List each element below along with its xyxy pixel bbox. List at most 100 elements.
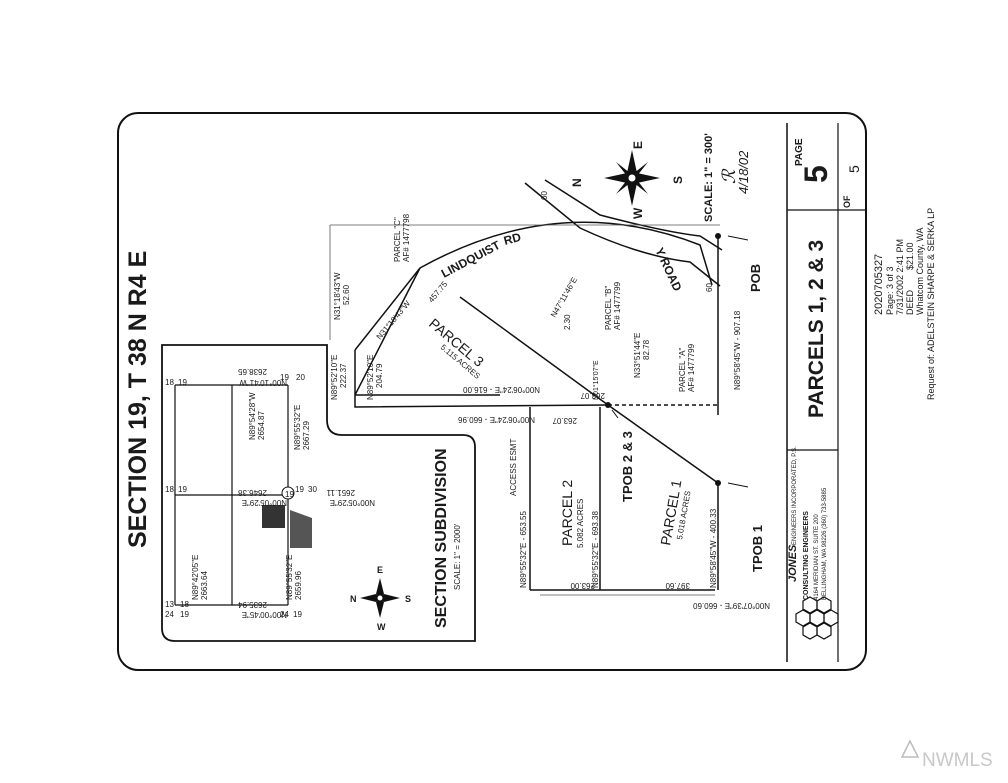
bearing-b7: N47°11'46"E xyxy=(549,276,579,319)
bearing-b8: N33°51'44"E xyxy=(633,333,642,378)
tpob23-label: TPOB 2 & 3 xyxy=(620,431,635,502)
inset-north-arrow xyxy=(360,578,400,618)
inset-t4: N00°00'45"E xyxy=(242,610,287,619)
main-compass-s: S xyxy=(671,176,685,184)
nwmls-text: NWMLS xyxy=(922,750,993,771)
bearing-b10d: 263.07 xyxy=(552,416,577,425)
parcel2-name: PARCEL 2 xyxy=(559,480,575,546)
bearing-b13: N89°58'45"W - 400.33 xyxy=(709,508,718,588)
inset-t2: N00°05'29"E xyxy=(330,498,375,507)
inset-n2: N89°55'32"E xyxy=(293,405,302,450)
parcel-b-af: AF# 1477799 xyxy=(613,281,622,330)
parcel-a-name: PARCEL "A" xyxy=(678,347,687,392)
page-number: 5 xyxy=(798,165,834,183)
inset-t1d: 2638.65 xyxy=(238,367,267,376)
engineer-address2: BELLINGHAM, WA 98226 (360) 733-5885 xyxy=(822,487,828,600)
bearing-b15: 263.00 xyxy=(570,581,595,590)
parcel1-north-line xyxy=(607,404,719,484)
inset-t1: N00°10'41"W xyxy=(239,378,287,387)
inset-n2d: 2667.29 xyxy=(302,421,311,450)
parcel-lines xyxy=(354,238,719,591)
section-title: SECTION 19, T 38 N R4 E xyxy=(124,251,152,548)
page-total: 5 xyxy=(846,165,862,173)
pob-label: POB xyxy=(748,264,763,292)
inset-c19d: 19 xyxy=(280,373,289,382)
tpob1-label: TPOB 1 xyxy=(750,525,765,572)
bearing-b18: 263.07 xyxy=(580,391,605,400)
inset-n1: N89°54'28"W xyxy=(248,392,257,440)
recording-page: Page: 3 of 3 xyxy=(885,266,895,315)
inset-scale: SCALE: 1" = 2000' xyxy=(453,523,462,590)
parcel2-acres: 5.082 ACRES xyxy=(576,499,585,548)
inset-t3d: 2646.38 xyxy=(238,488,267,497)
inset-n3: N89°42'05"E xyxy=(191,555,200,600)
engineer-block: JONES ENGINEERS INCORPORATED, P.S. CONSU… xyxy=(787,446,839,640)
inset-t4d: 2635.94 xyxy=(238,600,267,609)
bearing-b2: N31°18'43"W xyxy=(375,299,413,342)
sheet-border xyxy=(117,112,867,671)
recording-county: Whatcom County, WA xyxy=(915,227,925,315)
engineer-name: JONES xyxy=(787,544,799,582)
bearing-b3: N89°52'10"E xyxy=(330,355,339,400)
engineer-name-sub: ENGINEERS INCORPORATED, P.S. xyxy=(792,446,798,545)
parcel-a-af: AF# 1477799 xyxy=(687,343,696,392)
bearing-b1d: 52.60 xyxy=(342,284,351,305)
page-label: PAGE xyxy=(794,138,805,166)
inset-c19e: 19 xyxy=(295,485,304,494)
y-road-east xyxy=(544,179,723,251)
recording-date: 7/31/2002 2:41 PM xyxy=(895,239,905,315)
inset-t2d: 2651.11 xyxy=(326,488,355,497)
inset-n1d: 2654.87 xyxy=(257,411,266,440)
inset-n4d: 2659.96 xyxy=(294,571,303,600)
inset-c19c: 19 xyxy=(178,485,187,494)
recording-type: DEED xyxy=(905,289,915,315)
nwmls-logo-icon xyxy=(900,739,920,758)
inset-labels: 13 18 24 19 18 19 18 19 19 20 19 30 24 1… xyxy=(165,367,375,619)
roads xyxy=(354,179,723,396)
dimension-lines xyxy=(329,224,720,596)
signature-date: 4/18/02 xyxy=(736,150,751,194)
inset-c18c: 18 xyxy=(165,485,174,494)
bearing-b14: N00°07'39"E - 660.60 xyxy=(692,601,770,610)
signature: ℛ 4/18/02 xyxy=(719,150,751,194)
inset-hatch-1 xyxy=(262,505,285,528)
engineer-logo xyxy=(795,596,839,640)
inset-n4: N89°55'32"E xyxy=(285,555,294,600)
pob-leader xyxy=(727,235,749,241)
inset-hatch-2 xyxy=(290,510,312,548)
inset-title: SECTION SUBDIVISION xyxy=(433,448,450,628)
pob-point xyxy=(715,233,721,239)
inset-center: 19 xyxy=(285,490,294,499)
tpob23-leader xyxy=(611,409,619,419)
inset-c19b: 19 xyxy=(178,378,187,387)
main-compass-e: E xyxy=(631,141,645,149)
bearing-b12: N89°55'32"E - 693.38 xyxy=(591,510,600,588)
bearing-b7d: 2.30 xyxy=(563,314,572,330)
road-width-2: 60 xyxy=(705,283,714,292)
recording-requester: Request of: ADELSTEIN SHARPE & SERKA LP xyxy=(926,208,936,400)
inset-n3d: 2663.64 xyxy=(200,571,209,600)
signature-initials: ℛ xyxy=(719,168,739,184)
inset-c30: 30 xyxy=(308,485,317,494)
bearing-b5: N00°06'24"E - 616.00 xyxy=(462,385,540,394)
inset-c19f: 19 xyxy=(293,610,302,619)
lindquist-road-line xyxy=(419,221,713,286)
main-north-arrow xyxy=(604,150,660,206)
recording-number: 2020705327 xyxy=(873,254,885,315)
tpob1-point xyxy=(715,480,721,486)
bearing-b16: 397.60 xyxy=(665,581,690,590)
parcel3-south-line xyxy=(354,350,609,408)
recording-stamp: 2020705327 Page: 3 of 3 7/31/2002 2:41 P… xyxy=(873,208,936,400)
bearing-b11: N89°55'32"E - 653.55 xyxy=(519,510,528,588)
engineer-address1: 4164 MERIDIAN ST. SUITE 200 xyxy=(814,514,820,600)
parcels-title: PARCELS 1, 2 & 3 xyxy=(805,240,828,418)
parcel3-west-boundary xyxy=(354,267,421,396)
bearing-b4d: 204.79 xyxy=(375,363,384,388)
inset-c18b: 18 xyxy=(165,378,174,387)
inset-c19a: 19 xyxy=(180,610,189,619)
inset-c13: 13 xyxy=(165,600,174,609)
parcel-c-af: AF# 1477798 xyxy=(402,213,411,262)
bearing-b1: N31°18'43"W xyxy=(333,272,342,320)
tpob23-point xyxy=(605,402,611,408)
